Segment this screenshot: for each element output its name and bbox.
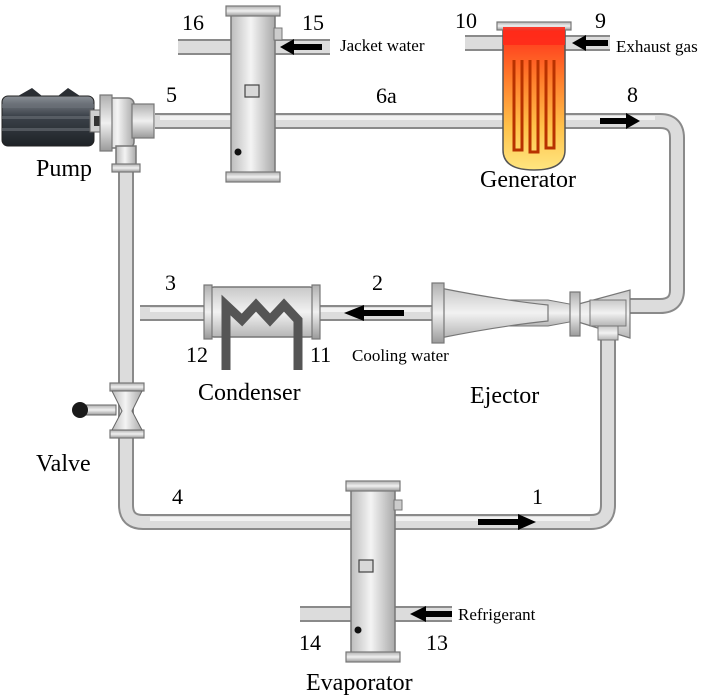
arrow-refrigerant: [410, 606, 452, 622]
state-10: 10: [455, 8, 477, 33]
pump-label: Pump: [36, 156, 92, 182]
generator: [496, 21, 572, 171]
state-14: 14: [299, 630, 321, 655]
component-labels: Pump Generator Condenser Ejector Valve E…: [36, 156, 576, 696]
state-13: 13: [426, 630, 448, 655]
valve-label: Valve: [36, 451, 91, 477]
flow-arrows: [280, 35, 640, 622]
state-9: 9: [595, 8, 606, 33]
state-12: 12: [186, 342, 208, 367]
state-1: 1: [532, 484, 543, 509]
arrow-exhaust-gas: [572, 35, 608, 51]
arrow-state-8: [600, 113, 640, 129]
generator-label: Generator: [480, 167, 576, 193]
state-5: 5: [166, 82, 177, 107]
cooling-water-label: Cooling water: [352, 346, 449, 365]
condenser: [203, 284, 321, 370]
exhaust-gas-label: Exhaust gas: [616, 37, 698, 56]
state-2: 2: [372, 270, 383, 295]
state-4: 4: [172, 484, 183, 509]
jacket-water-heat-exchanger: [225, 5, 283, 183]
refrigerant-label: Refrigerant: [458, 605, 536, 624]
state-11: 11: [310, 342, 331, 367]
arrow-state-1: [478, 514, 536, 530]
state-3: 3: [165, 270, 176, 295]
evaporator-label: Evaporator: [306, 670, 413, 696]
ejector-label: Ejector: [470, 383, 539, 409]
valve: [72, 382, 145, 439]
state-15: 15: [302, 10, 324, 35]
state-8: 8: [627, 82, 638, 107]
state-point-labels: 16 15 10 9 5 6a 8 3 2 12 11 4 1 14 13: [165, 8, 638, 655]
evaporator: [345, 480, 403, 663]
state-6a: 6a: [376, 83, 397, 108]
arrow-state-2: [344, 305, 404, 321]
condenser-label: Condenser: [198, 380, 301, 406]
jacket-water-label: Jacket water: [340, 36, 425, 55]
stream-labels: Jacket water Exhaust gas Cooling water R…: [340, 36, 698, 624]
state-16: 16: [182, 10, 204, 35]
pump: [1, 88, 155, 173]
arrow-jacket-water: [280, 39, 322, 55]
ejector: [431, 282, 631, 344]
